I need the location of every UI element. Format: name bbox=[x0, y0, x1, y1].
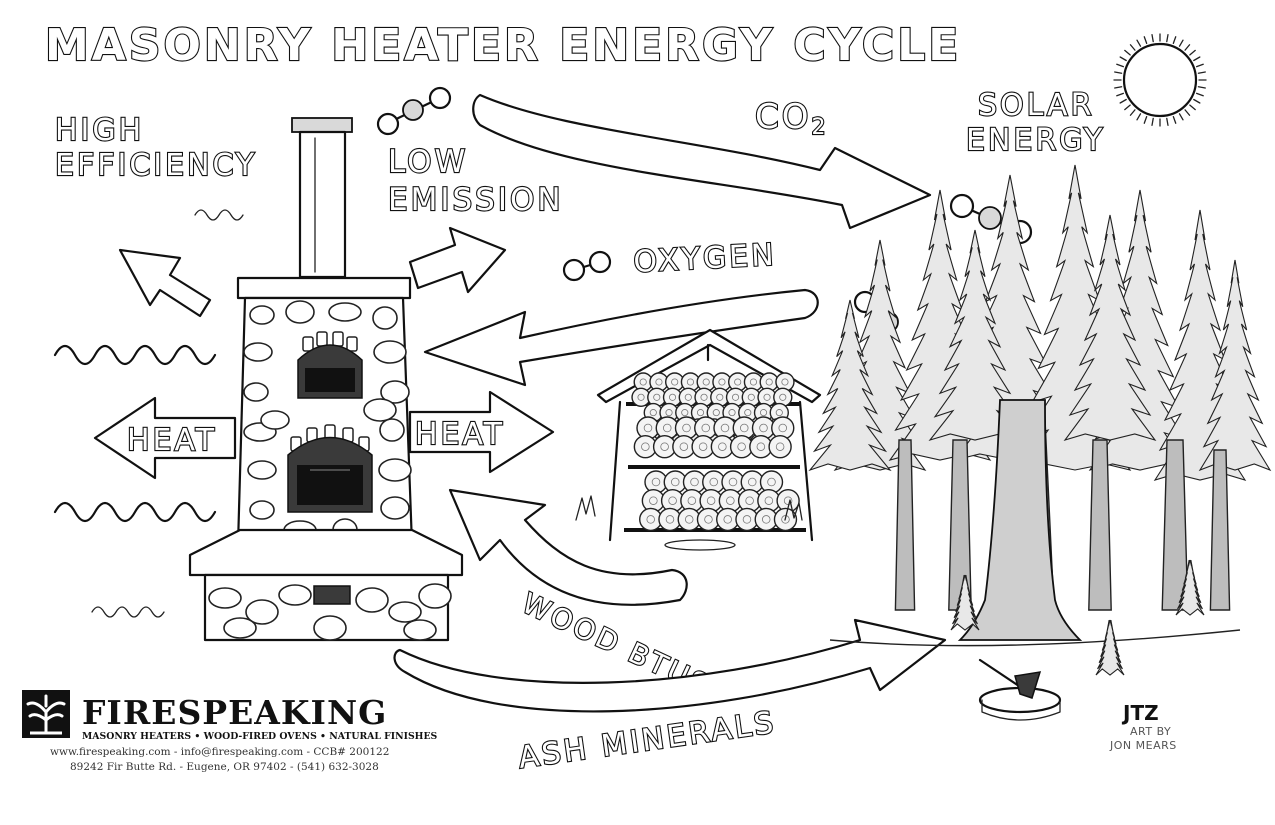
oxygen-arrow bbox=[423, 288, 819, 387]
credit-line-2: JON MEARS bbox=[1109, 739, 1177, 752]
brand-contact-line: www.firespeaking.com - info@firespeaking… bbox=[50, 746, 389, 758]
label-co2: CO2 bbox=[755, 97, 829, 140]
label-solar: SOLAR bbox=[978, 88, 1094, 123]
heat-arrow-left bbox=[93, 396, 237, 480]
woodshed bbox=[575, 328, 822, 551]
brand-name: FIRESPEAKING bbox=[82, 693, 387, 732]
heat-arrow-right bbox=[408, 390, 555, 474]
label-high: HIGH bbox=[55, 113, 144, 148]
heat-wave-icon bbox=[53, 209, 244, 618]
label-heat-left: HEAT bbox=[127, 423, 217, 458]
brand-address-line: 89242 Fir Butte Rd. - Eugene, OR 97402 -… bbox=[70, 761, 379, 773]
masonry-heater bbox=[188, 117, 464, 642]
label-oxygen: OXYGEN bbox=[633, 238, 778, 280]
axe-icon bbox=[978, 658, 1062, 721]
co2-molecule-icon bbox=[949, 193, 1033, 245]
credit-line-1: ART BY bbox=[1130, 725, 1171, 738]
co2-molecule-icon bbox=[376, 86, 452, 136]
label-energy: ENERGY bbox=[966, 123, 1105, 158]
heat-arrow-upper-right bbox=[408, 226, 507, 294]
label-ash-minerals: ASH MINERALS bbox=[516, 705, 778, 776]
wood-btus-arrow bbox=[448, 488, 688, 606]
oxygen-molecule-icon bbox=[562, 250, 612, 282]
label-efficiency: EFFICIENCY bbox=[55, 148, 257, 183]
ash-minerals-arrow bbox=[393, 618, 947, 713]
label-low: LOW bbox=[388, 144, 468, 180]
diagram-title: MASONRY HEATER ENERGY CYCLE bbox=[45, 20, 961, 71]
artist-monogram: JTZ bbox=[1121, 701, 1159, 725]
brand-tagline: MASONRY HEATERS • WOOD-FIRED OVENS • NAT… bbox=[82, 731, 438, 742]
firespeaking-logo-icon bbox=[22, 690, 70, 738]
co2-arrow bbox=[472, 93, 932, 230]
sun-icon bbox=[1113, 33, 1207, 127]
tree-icon bbox=[808, 164, 1272, 676]
label-heat-right: HEAT bbox=[415, 417, 505, 452]
label-emission: EMISSION bbox=[388, 182, 564, 218]
heat-arrow-upper-left bbox=[118, 248, 212, 318]
